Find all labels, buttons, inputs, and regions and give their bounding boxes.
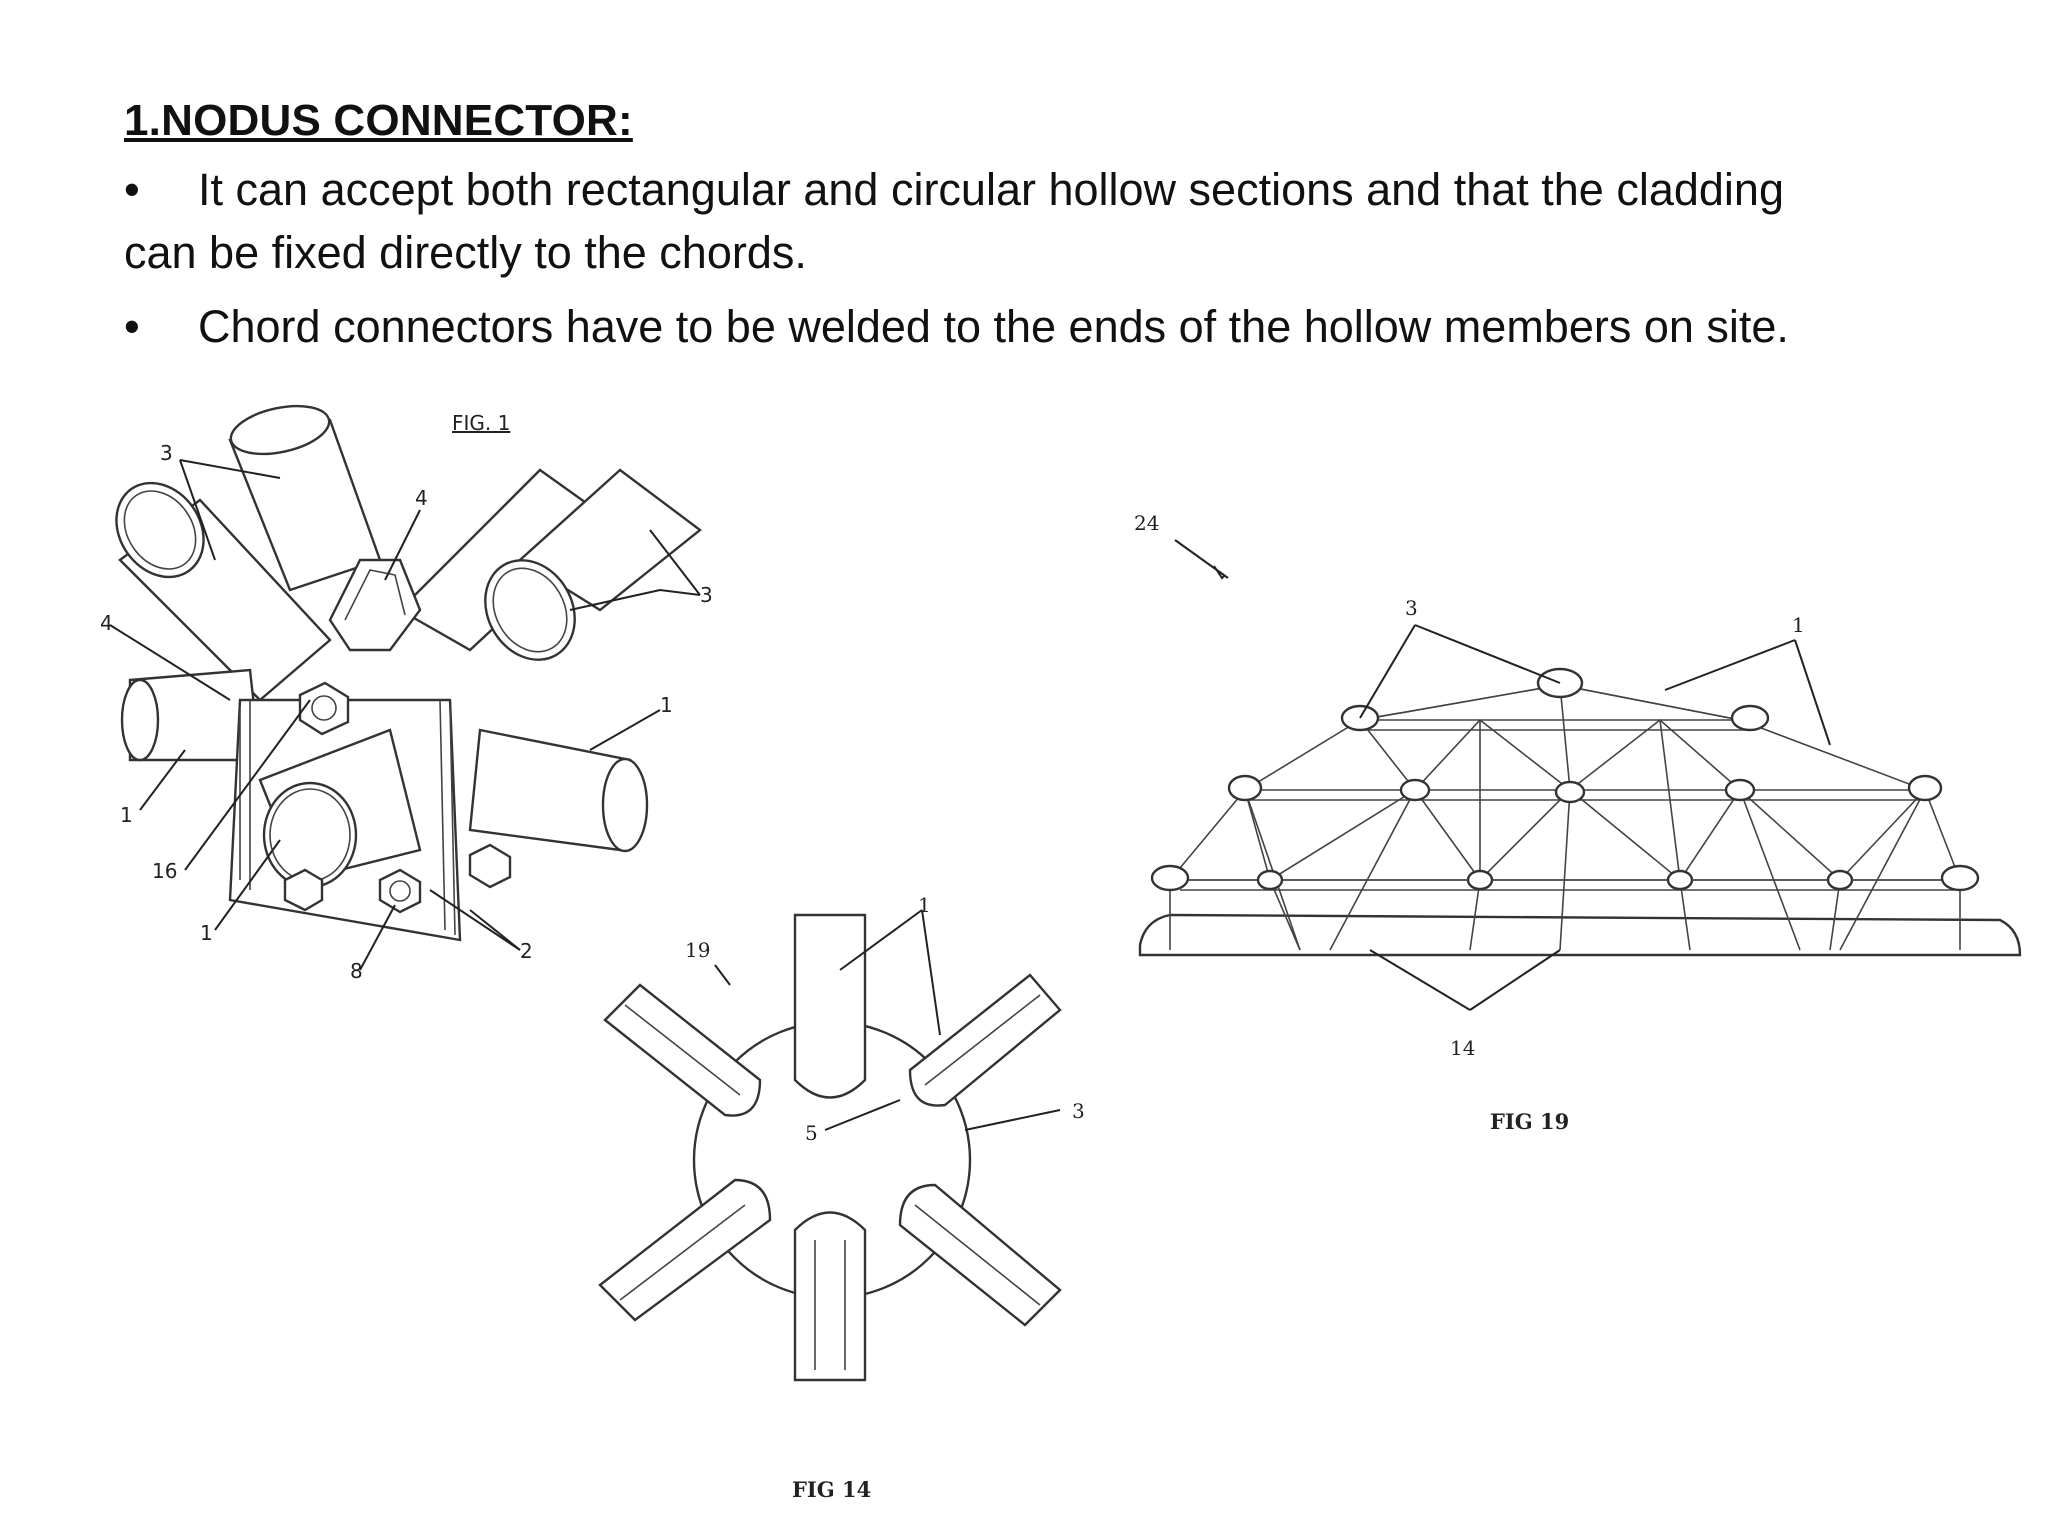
bullet-symbol: • [124,301,140,352]
fig14-label: 1 [918,893,931,917]
fig1-label: 1 [660,693,673,717]
fig14-label: 5 [805,1121,818,1145]
fig14-hub [598,913,1062,1382]
fig1-label: 4 [415,486,428,510]
fig1-tubes [115,404,702,942]
fig1-label: 3 [160,441,173,465]
fig14-labels: 19 1 5 3 FIG 14 [685,893,1085,1502]
fig1-label: 3 [700,583,713,607]
bullet-text-line1: It can accept both rectangular and circu… [198,164,1784,215]
fig1-caption: FIG. 1 [452,411,510,435]
fig14-label: 19 [685,938,710,962]
fig1-label: 4 [100,611,113,635]
fig19-frame [1138,667,2022,957]
bullet-symbol: • [124,164,140,215]
fig19-label: 24 [1134,511,1159,535]
fig1-labels: FIG. 1 3 4 4 3 1 1 16 1 8 2 [100,411,713,983]
bullet-text-line2: can be fixed directly to the chords. [124,227,807,278]
fig1-label: 1 [120,803,133,827]
fig19-label: 14 [1450,1036,1475,1060]
fig14-label: 3 [1072,1099,1085,1123]
fig14-caption: FIG 14 [792,1477,871,1502]
bullet-item-1: • It can accept both rectangular and circ… [124,158,1924,284]
fig19-leader-lines [1174,539,1831,1011]
fig19-labels: 24 3 1 14 FIG 19 [1134,511,1805,1134]
fig1-leader-lines [109,459,701,971]
fig19-label: 1 [1792,613,1805,637]
bullet-item-2: • Chord connectors have to be welded to t… [124,295,2004,358]
bullet-text-line1: Chord connectors have to be welded to th… [198,301,1789,352]
fig1-label: 1 [200,921,213,945]
slide-heading: 1.NODUS CONNECTOR: [124,96,633,145]
fig19-label: 3 [1405,596,1418,620]
fig1-label: 2 [520,939,533,963]
fig19-caption: FIG 19 [1490,1109,1569,1134]
fig1-label: 16 [152,859,177,883]
fig14-leader-lines [714,909,1061,1131]
fig1-label: 8 [350,959,363,983]
